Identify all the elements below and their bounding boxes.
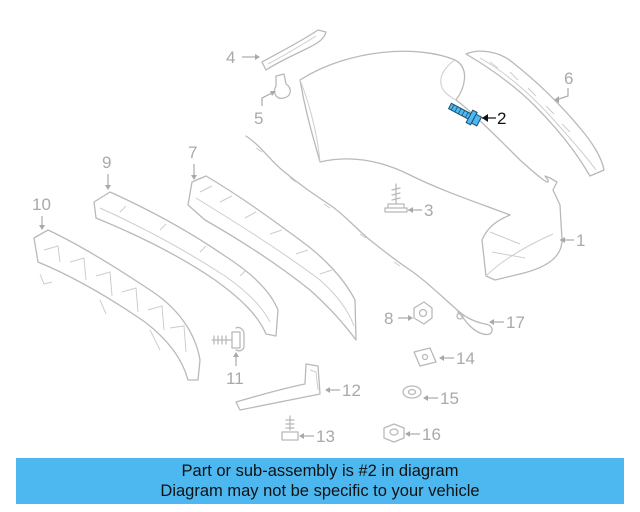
svg-text:17: 17	[506, 313, 525, 332]
part-3-screw	[384, 183, 408, 213]
part-2-bolt	[447, 102, 483, 127]
callout-1: 1	[560, 231, 585, 250]
callout-3: 3	[408, 201, 433, 220]
callout-9: 9	[102, 153, 111, 190]
callout-13: 13	[299, 427, 335, 446]
part-17-harness	[245, 135, 493, 336]
part-14-clip	[413, 347, 437, 367]
svg-text:12: 12	[342, 381, 361, 400]
part-13-bolt	[281, 415, 299, 441]
svg-text:5: 5	[254, 109, 263, 128]
part-6-strip	[465, 50, 605, 177]
part-12-bracket	[235, 363, 321, 411]
caption-line-1: Part or sub-assembly is #2 in diagram	[181, 462, 459, 480]
part-4-bracket	[261, 29, 327, 71]
svg-text:15: 15	[440, 389, 459, 408]
callout-6: 6	[554, 69, 573, 103]
part-1-bumper-cover	[299, 50, 563, 281]
caption-line-2: Diagram may not be specific to your vehi…	[160, 482, 480, 500]
part-16-nut	[383, 423, 405, 443]
callout-11: 11	[226, 352, 244, 388]
callout-7: 7	[188, 143, 197, 180]
callout-10: 10	[32, 195, 51, 230]
part-5-clip	[273, 73, 291, 99]
callout-17: 17	[489, 313, 525, 332]
part-8-nut	[413, 301, 433, 325]
callout-14: 14	[439, 349, 475, 368]
svg-text:9: 9	[102, 153, 111, 172]
callout-4: 4	[226, 48, 260, 67]
part-10-support	[33, 229, 201, 381]
svg-text:7: 7	[188, 143, 197, 162]
svg-text:3: 3	[424, 201, 433, 220]
svg-text:13: 13	[316, 427, 335, 446]
svg-text:8: 8	[384, 309, 393, 328]
parts-diagram: 1 2 3 4 5 6 7 8 9 10	[32, 29, 605, 446]
callout-2: 2	[482, 109, 506, 128]
callout-12: 12	[325, 381, 361, 400]
part-11-bolt	[211, 326, 245, 352]
svg-text:14: 14	[456, 349, 475, 368]
part-7-absorber	[187, 175, 357, 341]
svg-text:1: 1	[576, 231, 585, 250]
svg-text:10: 10	[32, 195, 51, 214]
svg-text:2: 2	[497, 109, 506, 128]
caption-banner: Part or sub-assembly is #2 in diagram Di…	[16, 458, 624, 504]
svg-text:11: 11	[226, 369, 244, 388]
callout-15: 15	[423, 389, 459, 408]
callout-5: 5	[254, 91, 276, 128]
callout-8: 8	[384, 309, 413, 328]
svg-text:6: 6	[564, 69, 573, 88]
part-15-washer	[402, 385, 422, 399]
svg-text:4: 4	[226, 48, 235, 67]
callout-16: 16	[405, 425, 441, 444]
svg-text:16: 16	[422, 425, 441, 444]
part-9-reinforcement	[93, 191, 279, 337]
